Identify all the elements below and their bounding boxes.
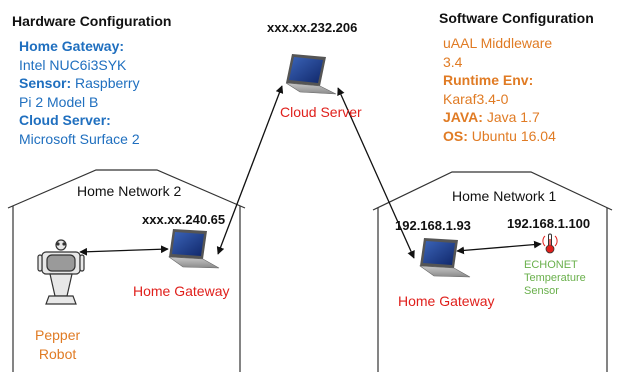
hardware-value: Pi 2 Model B (19, 93, 99, 110)
hardware-key: Sensor: (19, 75, 72, 91)
home-network-2-label: Home Network 2 (77, 183, 182, 199)
middleware-name: uAAL Middleware (443, 35, 553, 51)
laptop-icon (418, 238, 471, 278)
hardware-value: Microsoft Surface 2 (19, 130, 140, 147)
os-value: Ubuntu 16.04 (467, 127, 556, 144)
robot-icon (37, 239, 85, 305)
sensor-label-line: Sensor (524, 285, 559, 297)
gateway1-label: Home Gateway (398, 293, 495, 309)
runtime-value: Karaf3.4-0 (443, 90, 509, 107)
temperature-sensor-icon (542, 233, 558, 254)
cloud-server-label: Cloud Server (280, 104, 362, 120)
hardware-key: Cloud Server: (19, 112, 111, 128)
sensor-label-line: ECHONET (524, 259, 578, 271)
link-cloud-to-gateway1 (337, 87, 415, 259)
laptop-icon (285, 54, 337, 95)
sensor-label-line: Temperature (524, 272, 586, 284)
robot-label: Pepper Robot (35, 326, 80, 364)
sensor-ip: 192.168.1.100 (507, 216, 591, 231)
hardware-key: Home Gateway: (19, 38, 125, 54)
link-gateway1-to-sensor (456, 240, 542, 255)
software-config-title: Software Configuration (439, 10, 594, 26)
gateway2-ip: xxx.xx.240.65 (142, 212, 226, 227)
java-key: JAVA: (443, 109, 483, 125)
hardware-config-title: Hardware Configuration (12, 13, 172, 29)
cloud-ip: xxx.xx.232.206 (267, 20, 358, 35)
middleware-version: 3.4 (443, 53, 463, 70)
link-cloud-to-gateway2 (216, 85, 284, 255)
software-config-list: uAAL Middleware 3.4 Runtime Env: Karaf3.… (443, 34, 556, 145)
robot-label-line: Robot (38, 346, 77, 362)
os-key: OS: (443, 127, 468, 144)
link-robot-to-gateway2 (79, 245, 169, 256)
gateway1-ip: 192.168.1.93 (395, 218, 471, 233)
java-value: Java 1.7 (482, 109, 540, 125)
hardware-config-list: Home Gateway: Intel NUC6i3SYK Sensor: Ra… (19, 37, 140, 148)
runtime-key: Runtime Env: (443, 72, 534, 88)
home-network-1-label: Home Network 1 (452, 188, 557, 204)
hardware-value: Intel NUC6i3SYK (19, 56, 127, 73)
sensor-label: ECHONET Temperature Sensor (524, 259, 586, 298)
gateway2-label: Home Gateway (133, 283, 230, 299)
hardware-value: Raspberry (71, 75, 140, 91)
robot-label-line: Pepper (35, 327, 81, 343)
laptop-icon (167, 229, 220, 269)
